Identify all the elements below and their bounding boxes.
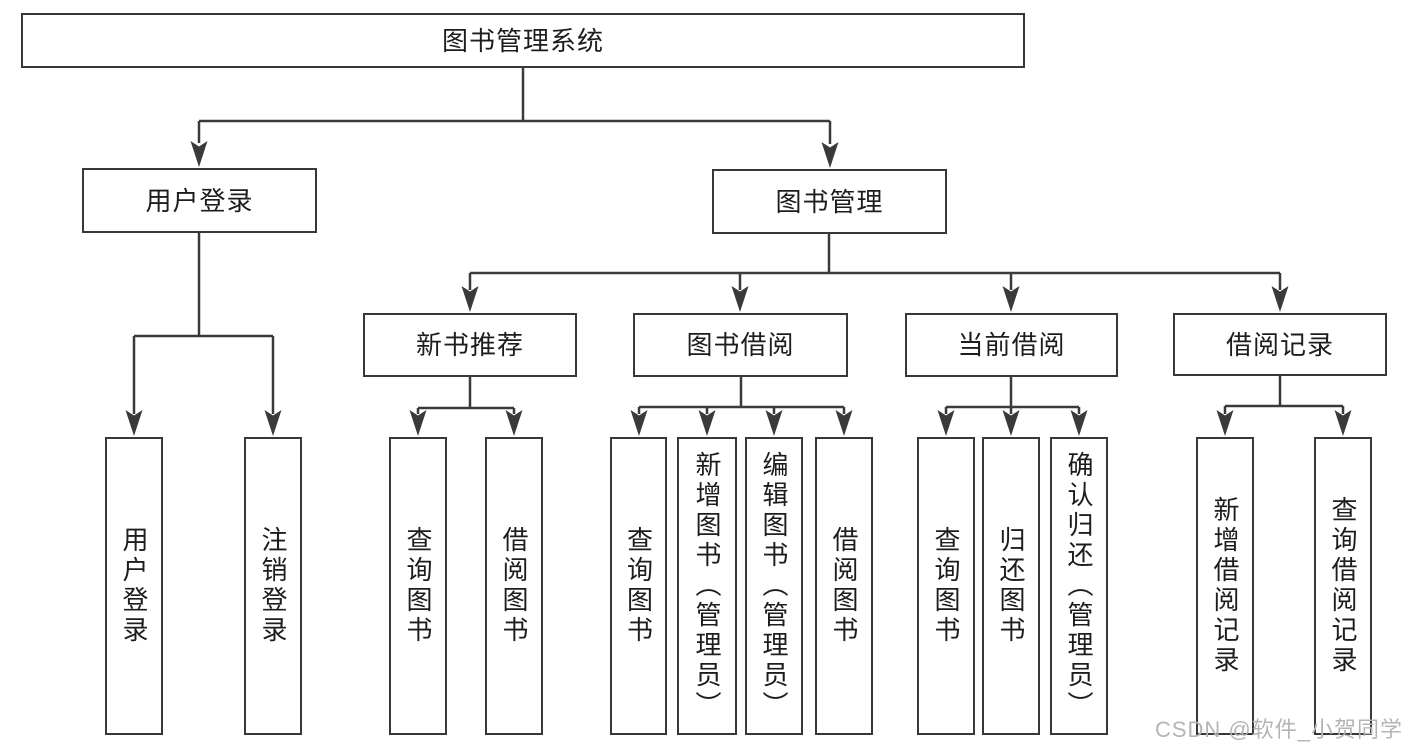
node-label: 归还图书	[996, 526, 1026, 646]
leaf-confirm-return-admin: 确认归还（管理员）	[1050, 437, 1108, 735]
node-new-book-recommend: 新书推荐	[363, 313, 577, 377]
arrowhead	[1216, 410, 1234, 436]
leaf-logout: 注销登录	[244, 437, 302, 735]
node-label: 查询借阅记录	[1328, 496, 1358, 676]
node-library-management-system: 图书管理系统	[21, 13, 1025, 68]
leaf-return-books: 归还图书	[982, 437, 1040, 735]
node-book-borrow: 图书借阅	[633, 313, 848, 377]
arrowhead	[190, 141, 208, 167]
leaf-user-login: 用户登录	[105, 437, 163, 735]
arrowhead	[461, 286, 479, 312]
node-label: 注销登录	[258, 526, 288, 646]
arrowhead	[821, 142, 839, 168]
arrowhead	[731, 286, 749, 312]
leaf-query-borrow-record: 查询借阅记录	[1314, 437, 1372, 735]
arrowhead	[1271, 286, 1289, 312]
node-label: 用户登录	[145, 185, 254, 216]
node-user-login: 用户登录	[82, 168, 317, 233]
node-label: 查询图书	[403, 526, 433, 646]
arrowhead	[505, 410, 523, 436]
arrowhead	[765, 410, 783, 436]
arrowhead	[1002, 286, 1020, 312]
leaf-edit-books-admin: 编辑图书（管理员）	[745, 437, 803, 735]
arrowhead	[698, 410, 716, 436]
node-label: 用户登录	[119, 526, 149, 646]
arrowhead	[264, 410, 282, 436]
node-label: 新书推荐	[415, 330, 524, 360]
node-label: 查询图书	[931, 526, 961, 646]
node-label: 确认归还（管理员）	[1064, 451, 1094, 721]
arrowhead	[1070, 410, 1088, 436]
leaf-borrow-books: 借阅图书	[815, 437, 873, 735]
arrowhead	[409, 410, 427, 436]
arrowhead	[1334, 410, 1352, 436]
node-label: 查询图书	[623, 526, 654, 646]
arrowhead	[835, 410, 853, 436]
node-current-borrow: 当前借阅	[905, 313, 1118, 377]
leaf-borrow-books-recommend: 借阅图书	[485, 437, 543, 735]
node-label: 借阅图书	[499, 526, 529, 646]
leaf-add-borrow-record: 新增借阅记录	[1196, 437, 1254, 735]
node-label: 借阅图书	[829, 526, 859, 646]
arrowhead	[1002, 410, 1020, 436]
node-book-management: 图书管理	[712, 169, 947, 234]
node-label: 借阅记录	[1225, 329, 1334, 360]
arrowhead	[630, 410, 648, 436]
leaf-query-books-borrow: 查询图书	[610, 437, 667, 735]
csdn-watermark: CSDN @软件_小贺同学	[1154, 717, 1403, 742]
arrowhead	[125, 410, 143, 436]
leaf-add-books-admin: 新增图书（管理员）	[677, 437, 737, 735]
node-label: 当前借阅	[957, 330, 1066, 360]
node-label: 图书借阅	[686, 330, 795, 360]
node-label: 新增借阅记录	[1210, 496, 1240, 676]
node-label: 新增图书（管理员）	[692, 451, 722, 721]
arrowhead	[937, 410, 955, 436]
node-borrow-record: 借阅记录	[1173, 313, 1387, 376]
node-label: 图书管理系统	[441, 25, 604, 56]
node-label: 图书管理	[775, 186, 884, 217]
leaf-query-books-recommend: 查询图书	[389, 437, 447, 735]
leaf-query-books-current: 查询图书	[917, 437, 975, 735]
node-label: 编辑图书（管理员）	[759, 451, 789, 721]
